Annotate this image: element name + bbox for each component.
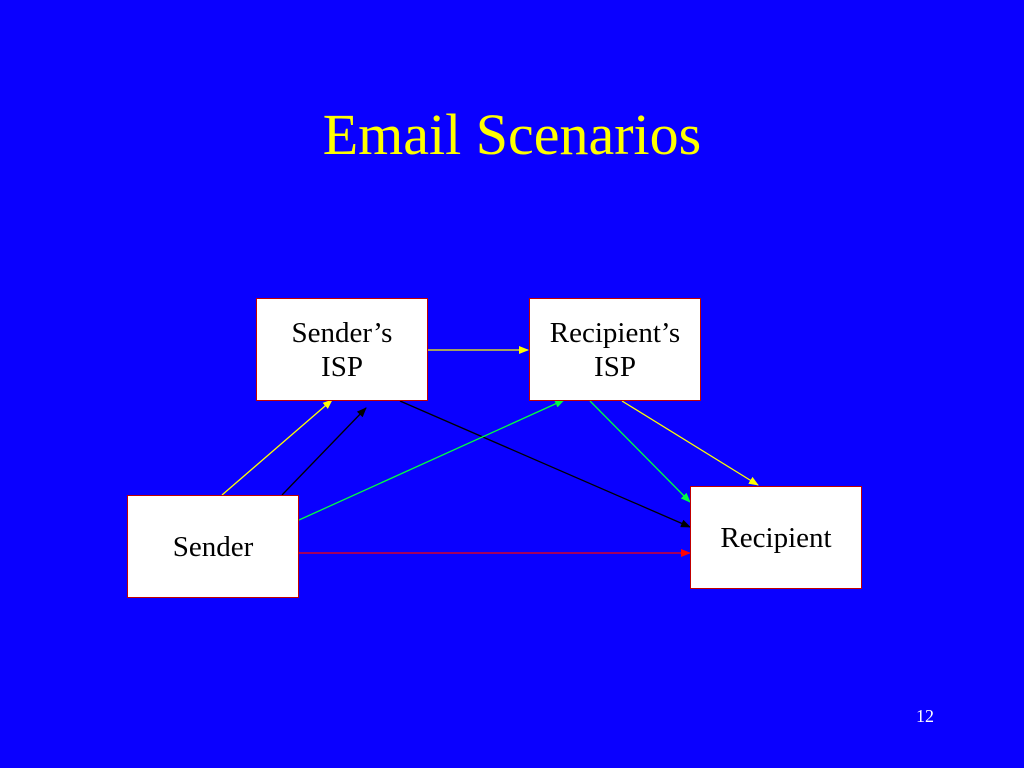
recipients-isp-label: Recipient’s ISP: [549, 316, 681, 383]
arrow-recipients-isp-to-recipient-yellow: [621, 400, 759, 486]
page-number: 12: [916, 706, 934, 726]
senders-isp-label: Sender’s ISP: [291, 316, 393, 383]
arrow-sender-to-senders-isp-yellow: [221, 399, 333, 496]
sender-label: Sender: [172, 530, 254, 563]
sender-box: Sender: [127, 495, 299, 598]
arrow-sender-to-recipients-isp-green: [298, 399, 565, 521]
arrow-sender-to-senders-isp-black: [281, 407, 367, 496]
recipient-label: Recipient: [720, 521, 832, 554]
senders-isp-box: Sender’s ISP: [256, 298, 428, 401]
slide-title: Email Scenarios: [322, 102, 702, 167]
recipient-box: Recipient: [690, 486, 862, 589]
arrow-recipients-isp-to-recipient-green: [589, 400, 691, 503]
arrow-senders-isp-to-recipient-black: [399, 400, 691, 528]
recipients-isp-box: Recipient’s ISP: [529, 298, 701, 401]
